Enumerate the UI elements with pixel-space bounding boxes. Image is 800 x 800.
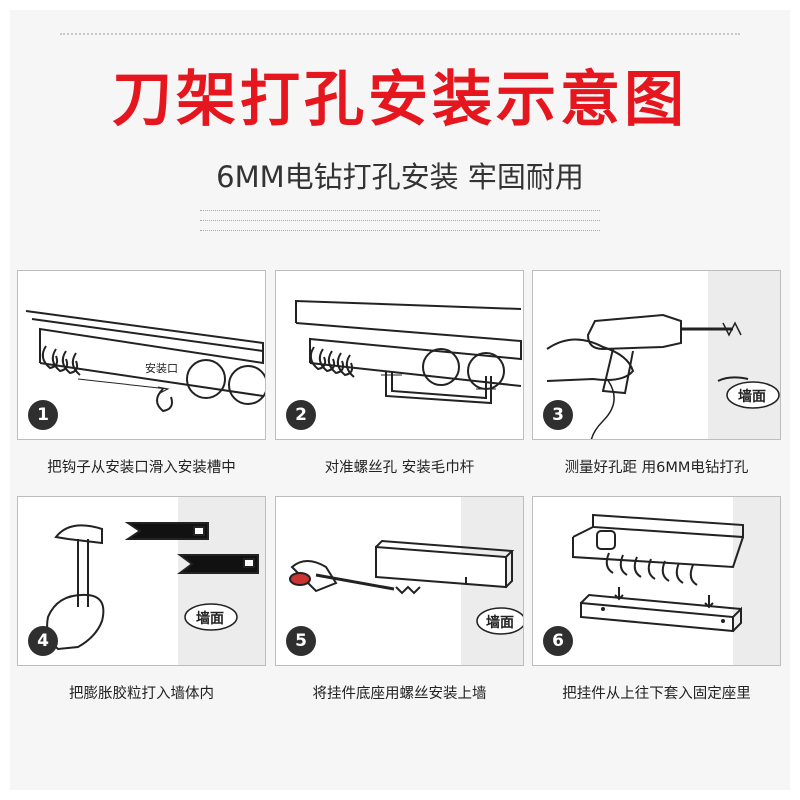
decorative-fine-print bbox=[200, 210, 600, 240]
step-3-illustration: 墙面 bbox=[546, 271, 780, 439]
wall-label-bubble: 墙面 bbox=[184, 603, 238, 631]
page-subtitle: 6MM电钻打孔安装 牢固耐用 bbox=[216, 160, 584, 194]
top-dotted-divider bbox=[60, 33, 740, 35]
page-title: 刀架打孔安装示意图 bbox=[112, 65, 688, 135]
step-5-panel: 墙面 5 bbox=[275, 496, 524, 666]
step-2-illustration bbox=[295, 299, 522, 405]
step-4-number-badge: 4 bbox=[28, 626, 58, 656]
wall-shade bbox=[733, 497, 780, 665]
wall-label-text: 墙面 bbox=[196, 610, 224, 627]
step-3-panel: 墙面 3 bbox=[532, 270, 781, 440]
step-3-caption: 测量好孔距 用6MM电钻打孔 bbox=[564, 460, 749, 476]
wall-label-bubble: 墙面 bbox=[476, 607, 523, 635]
wall-label-text: 墙面 bbox=[486, 614, 514, 631]
step-1-illustration: 安装口 bbox=[25, 310, 265, 413]
step-4-illustration: 墙面 bbox=[46, 497, 265, 665]
wall-label-bubble: 墙面 bbox=[726, 381, 780, 409]
step-6-number-badge: 6 bbox=[543, 626, 573, 656]
step-6-illustration bbox=[572, 497, 780, 665]
step-2-panel: 2 bbox=[275, 270, 524, 440]
step-5-illustration: 墙面 bbox=[289, 497, 523, 665]
step-5-number-badge: 5 bbox=[286, 626, 316, 656]
step-3-number-badge: 3 bbox=[543, 400, 573, 430]
step-6-panel: 6 bbox=[532, 496, 781, 666]
step-1-number-badge: 1 bbox=[28, 400, 58, 430]
step-2-number-badge: 2 bbox=[286, 400, 316, 430]
wall-label-text: 墙面 bbox=[738, 388, 766, 405]
step-4-caption: 把膨胀胶粒打入墙体内 bbox=[69, 686, 214, 702]
step-6-caption: 把挂件从上往下套入固定座里 bbox=[562, 686, 751, 702]
step-1-caption: 把钩子从安装口滑入安装槽中 bbox=[47, 460, 236, 476]
step-4-panel: 墙面 4 bbox=[17, 496, 266, 666]
step-1-panel: 安装口 1 bbox=[17, 270, 266, 440]
install-opening-label: 安装口 bbox=[145, 361, 178, 375]
step-5-caption: 将挂件底座用螺丝安装上墙 bbox=[312, 686, 487, 702]
step-2-caption: 对准螺丝孔 安装毛巾杆 bbox=[324, 460, 475, 476]
wall-shade bbox=[708, 271, 780, 439]
